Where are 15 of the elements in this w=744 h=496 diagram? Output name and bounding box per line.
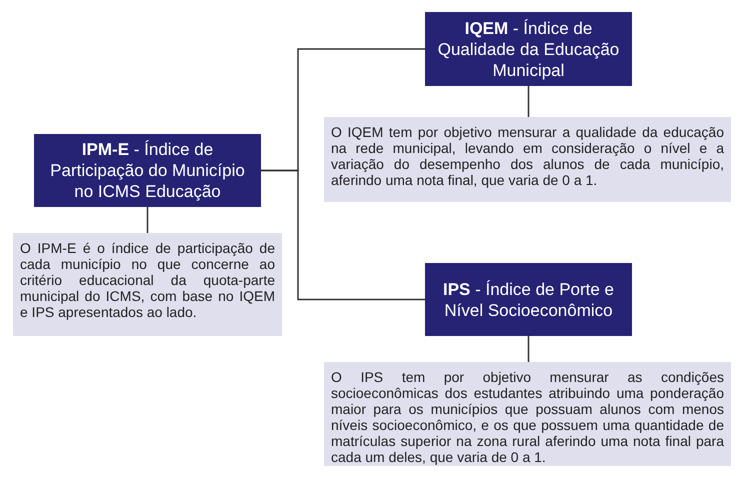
index-title: IPS - Índice de Porte e Nível Socioeconômico <box>442 278 616 320</box>
index-title: IQEM - Índice de Qualidade da Educação Municipal <box>436 18 620 80</box>
description-text: O IPS tem por objetivo mensurar as condições socioeconômicas dos estudantes atribuindo uma ponderação maior para os municípios que possuam alunos com menos níveis socioeconômico, e os que possuem uma quantidade de matrículas superior na zona rural aferindo uma nota final para cada um deles, que varia de 0 a 1. <box>331 369 724 465</box>
description-box <box>324 117 731 202</box>
connector-line <box>528 86 530 117</box>
title-box <box>34 134 261 207</box>
title-box <box>425 12 632 86</box>
description-text: O IQEM tem por objetivo mensurar a qualidade da educação na rede municipal, levando em consideração o nível e a variação do desempenho dos alunos de cada município, aferindo uma nota final, que varia de 0 a 1. <box>331 124 724 188</box>
index-title: IPM-E - Índice de Participação do Município no ICMS Educação <box>49 139 246 202</box>
connector-line <box>261 170 425 300</box>
description-text: O IPM-E é o índice de participação de cada município no que concerne ao critério educacional da quota-parte municipal do ICMS, com base no IQEM e IPS apresentados ao lado. <box>20 240 275 320</box>
connector-line <box>528 336 530 362</box>
description-box <box>13 233 282 336</box>
connector-line <box>146 207 148 233</box>
title-box <box>425 263 632 336</box>
